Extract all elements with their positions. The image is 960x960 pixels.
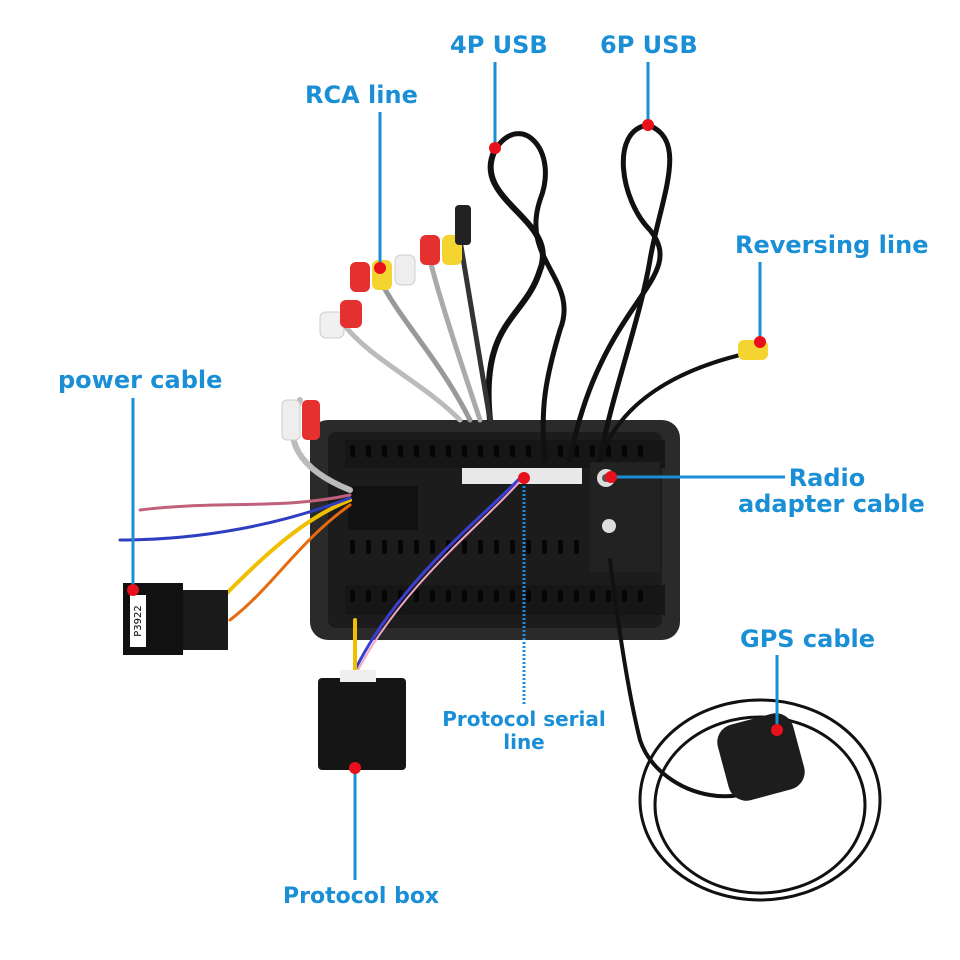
vent-slot bbox=[622, 445, 627, 457]
vent-slot bbox=[494, 445, 499, 457]
vent-slot bbox=[590, 445, 595, 457]
vent-slot bbox=[462, 540, 467, 554]
label-protocol-box: Protocol box bbox=[283, 884, 440, 909]
label-4p-usb: 4P USB bbox=[450, 31, 548, 59]
vent-slot bbox=[398, 540, 403, 554]
vent-slot bbox=[446, 445, 451, 457]
label-protocol-serial-line: Protocol serial line bbox=[430, 708, 618, 754]
vent-slot bbox=[430, 445, 435, 457]
vent-slot bbox=[510, 590, 515, 602]
vent-slot bbox=[382, 445, 387, 457]
vent-slot bbox=[366, 445, 371, 457]
vent-slot bbox=[414, 445, 419, 457]
vent-slot bbox=[606, 445, 611, 457]
vent-slot bbox=[510, 445, 515, 457]
label-radio-adapter-line1: Radio bbox=[788, 464, 866, 492]
vent-slot bbox=[350, 445, 355, 457]
vent-slot bbox=[414, 540, 419, 554]
vent-slot bbox=[350, 590, 355, 602]
vent-slot bbox=[382, 590, 387, 602]
gps-socket bbox=[602, 519, 616, 533]
vent-slot bbox=[638, 445, 643, 457]
vent-slot bbox=[638, 590, 643, 602]
label-gps-cable: GPS cable bbox=[740, 625, 876, 653]
label-protocol-serial-line1: Protocol serial bbox=[442, 707, 606, 731]
power-socket bbox=[348, 486, 418, 530]
vent-slot bbox=[606, 590, 611, 602]
gps-antenna bbox=[717, 713, 805, 801]
vent-slot-group bbox=[350, 445, 643, 602]
vent-slot bbox=[526, 445, 531, 457]
vent-slot bbox=[446, 590, 451, 602]
label-rca-line: RCA line bbox=[305, 81, 418, 109]
vent-slot bbox=[478, 445, 483, 457]
vent-slot bbox=[558, 445, 563, 457]
leader-lines bbox=[131, 62, 785, 880]
vent-slot bbox=[398, 445, 403, 457]
vent-slot bbox=[542, 590, 547, 602]
protocol-box-body bbox=[318, 678, 406, 770]
label-radio-adapter-line2: adapter cable bbox=[738, 490, 925, 518]
connector-tag: P3922 bbox=[133, 605, 144, 636]
label-power-cable: power cable bbox=[58, 366, 223, 394]
vent-slot bbox=[574, 445, 579, 457]
rca-plugs bbox=[281, 205, 768, 441]
vent-slot bbox=[478, 590, 483, 602]
vent-slot bbox=[510, 540, 515, 554]
vent-slot bbox=[574, 540, 579, 554]
label-6p-usb: 6P USB bbox=[600, 31, 698, 59]
vent-slot bbox=[414, 590, 419, 602]
vent-slot bbox=[542, 540, 547, 554]
vent-slot bbox=[366, 540, 371, 554]
label-radio-adapter-cable: Radio adapter cable bbox=[738, 464, 925, 518]
vent-slot bbox=[462, 445, 467, 457]
vent-slot bbox=[382, 540, 387, 554]
vent-slot bbox=[590, 590, 595, 602]
vent-slot bbox=[622, 590, 627, 602]
vent-slot bbox=[478, 540, 483, 554]
label-reversing-line: Reversing line bbox=[735, 231, 929, 259]
vent-slot bbox=[494, 540, 499, 554]
vent-slot bbox=[430, 590, 435, 602]
vent-slot bbox=[350, 540, 355, 554]
vent-slot bbox=[430, 540, 435, 554]
vent-slot bbox=[558, 590, 563, 602]
vent-slot bbox=[526, 590, 531, 602]
marker-dots bbox=[127, 119, 783, 774]
vent-slot bbox=[366, 590, 371, 602]
vent-slot bbox=[558, 540, 563, 554]
vent-slot bbox=[574, 590, 579, 602]
vent-slot bbox=[526, 540, 531, 554]
vent-slot bbox=[494, 590, 499, 602]
vent-slot bbox=[462, 590, 467, 602]
label-protocol-serial-line2: line bbox=[503, 730, 545, 754]
